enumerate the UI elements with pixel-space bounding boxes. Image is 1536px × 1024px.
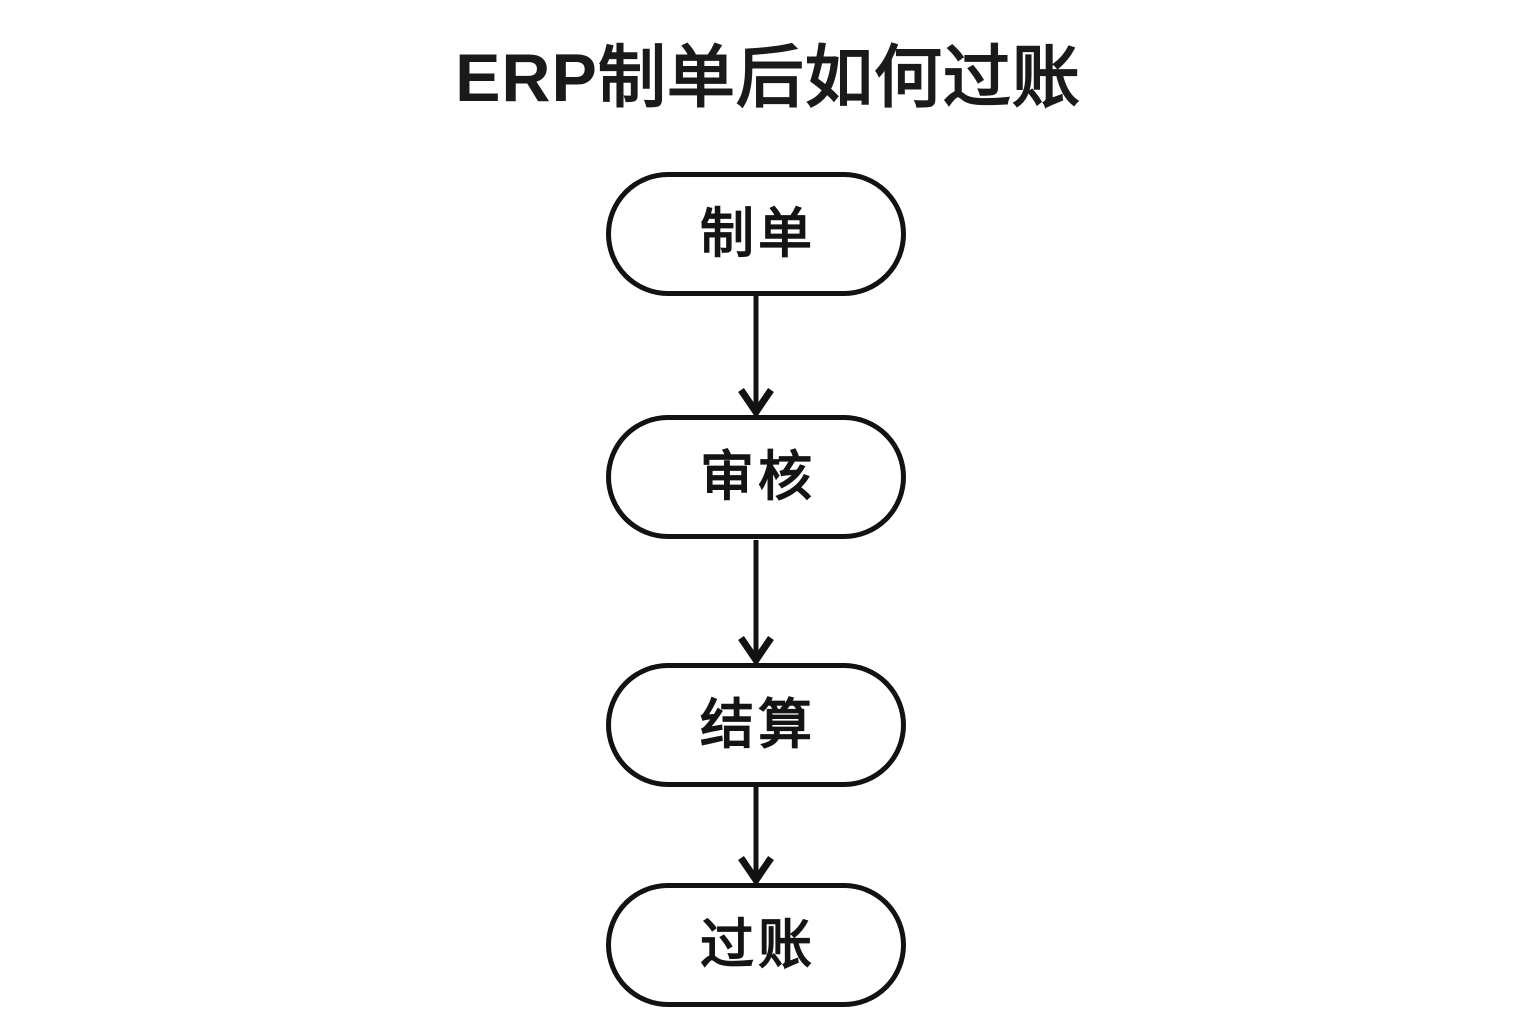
flow-arrow-3 [700, 785, 812, 887]
flow-node-posting[interactable]: 过账 [606, 883, 906, 1007]
flow-arrow-1 [700, 296, 812, 419]
flow-node-label: 过账 [700, 915, 816, 975]
page-title: ERP制单后如何过账 [455, 40, 1081, 116]
flow-node-label: 制单 [700, 204, 816, 264]
arrow-down-icon [738, 296, 774, 419]
flow-node-review[interactable]: 审核 [606, 415, 906, 539]
arrow-down-icon [738, 785, 774, 887]
flow-arrow-2 [700, 540, 812, 667]
flow-node-label: 审核 [700, 447, 816, 507]
flow-node-create-voucher[interactable]: 制单 [606, 172, 906, 296]
flow-node-settlement[interactable]: 结算 [606, 663, 906, 787]
arrow-down-icon [738, 540, 774, 667]
flow-node-label: 结算 [700, 695, 816, 755]
